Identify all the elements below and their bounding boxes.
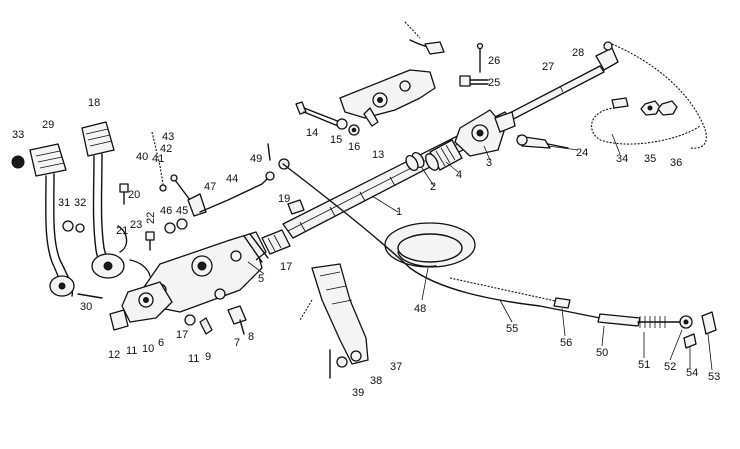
label-48: 48 (414, 303, 426, 315)
label-17b: 17 (176, 329, 188, 341)
label-31: 31 (58, 197, 70, 209)
pin-and-bolt (459, 42, 489, 87)
label-55: 55 (506, 323, 518, 335)
rod-clevis (595, 41, 707, 149)
label-46: 46 (160, 205, 172, 217)
label-19: 19 (278, 193, 290, 205)
label-6: 6 (158, 337, 164, 349)
bracket-assembly (339, 21, 445, 127)
label-21: 21 (116, 225, 128, 237)
label-54: 54 (686, 367, 698, 379)
label-24: 24 (576, 147, 588, 159)
label-51: 51 (638, 359, 650, 371)
label-1: 1 (396, 206, 402, 218)
label-36: 36 (670, 157, 682, 169)
label-3: 3 (486, 157, 492, 169)
label-44: 44 (226, 173, 238, 185)
pedal-small-parts (11, 155, 155, 299)
label-26: 26 (488, 55, 500, 67)
label-29: 29 (42, 119, 54, 131)
label-28: 28 (572, 47, 584, 59)
label-15: 15 (330, 134, 342, 146)
cable-loop (591, 97, 701, 145)
rubber-boot-dish (384, 222, 476, 268)
label-11a: 11 (126, 345, 137, 357)
label-12: 12 (108, 349, 120, 361)
brake-pedal (81, 121, 125, 279)
label-33: 33 (12, 129, 24, 141)
label-30: 30 (80, 301, 92, 313)
label-14: 14 (306, 127, 318, 139)
sleeve-and-pin (261, 199, 305, 255)
label-47: 47 (204, 181, 216, 193)
leader-lines (247, 133, 713, 371)
upper-rod (499, 65, 605, 125)
label-18: 18 (88, 97, 100, 109)
label-11b: 11 (188, 353, 199, 365)
label-7: 7 (234, 337, 240, 349)
label-2: 2 (430, 181, 436, 193)
label-16: 16 (348, 141, 360, 153)
cross-shaft-assembly (454, 109, 516, 157)
label-22: 22 (145, 212, 157, 224)
label-25: 25 (488, 77, 500, 89)
part-labels: 1 2 3 4 5 6 7 8 9 10 11 11 12 13 14 15 1… (12, 47, 720, 399)
label-4: 4 (456, 169, 462, 181)
label-52: 52 (664, 361, 676, 373)
label-20: 20 (128, 189, 140, 201)
bushing (405, 151, 425, 172)
label-9: 9 (205, 351, 211, 363)
label-32: 32 (74, 197, 86, 209)
label-41: 41 (152, 153, 164, 165)
bolt-and-washers (295, 101, 360, 136)
label-56: 56 (560, 337, 572, 349)
small-lever (516, 134, 569, 149)
label-27: 27 (542, 61, 554, 73)
knurled-sleeve (425, 139, 463, 171)
label-53: 53 (708, 371, 720, 383)
accelerator-pedal (299, 263, 369, 379)
label-42: 42 (160, 143, 172, 155)
label-40: 40 (136, 151, 148, 163)
label-13: 13 (372, 149, 384, 161)
link-pins (151, 131, 290, 234)
label-10: 10 (142, 343, 154, 355)
label-5: 5 (258, 273, 264, 285)
lower-cable (282, 163, 717, 349)
label-8: 8 (248, 331, 254, 343)
label-38: 38 (370, 375, 382, 387)
label-35: 35 (644, 153, 656, 165)
pump-parts (109, 281, 247, 335)
label-34: 34 (616, 153, 628, 165)
label-39: 39 (352, 387, 364, 399)
label-43: 43 (162, 131, 174, 143)
label-17a: 17 (280, 261, 292, 273)
label-45: 45 (176, 205, 188, 217)
label-50: 50 (596, 347, 608, 359)
label-23: 23 (130, 219, 142, 231)
label-37: 37 (390, 361, 402, 373)
clutch-pedal (29, 143, 75, 297)
label-49: 49 (250, 153, 262, 165)
